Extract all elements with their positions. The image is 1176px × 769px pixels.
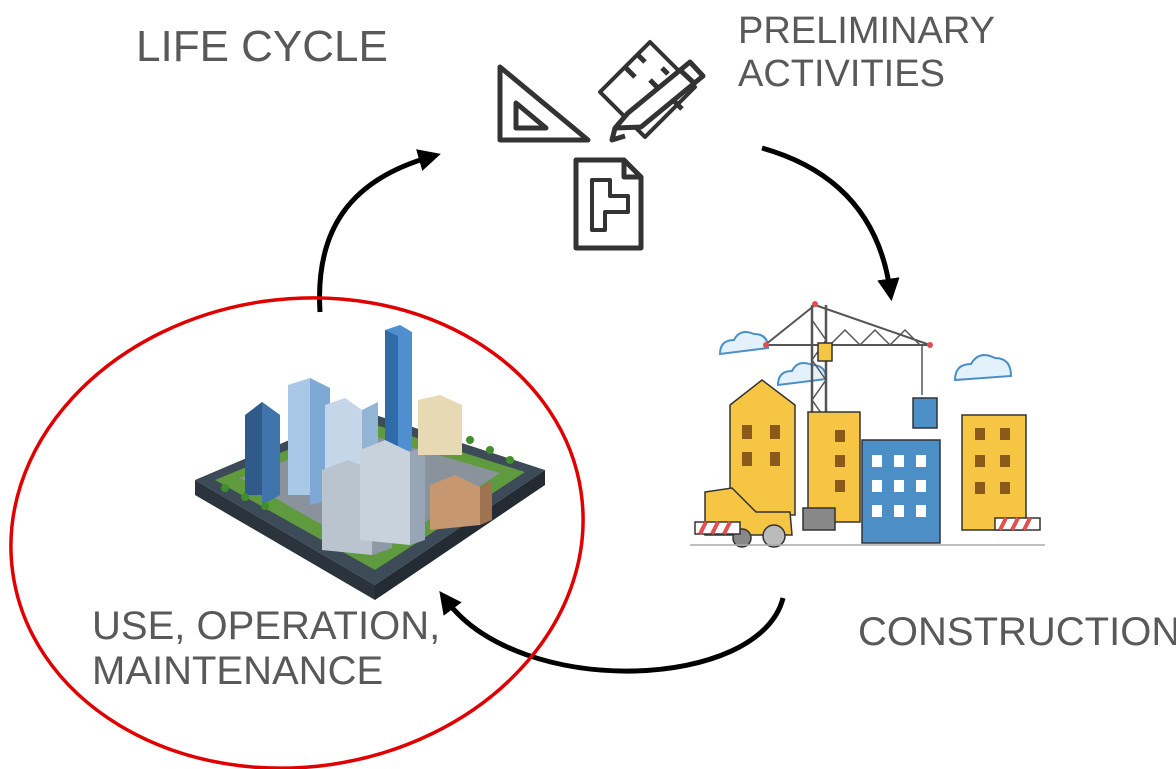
design-tools-icon	[497, 40, 706, 251]
stage-label-use-line2: MAINTENANCE	[92, 648, 384, 693]
stage-label-construction: CONSTRUCTION	[858, 610, 1176, 654]
city-buildings-icon	[195, 325, 545, 600]
stage-label-preliminary: PRELIMINARY ACTIVITIES	[738, 10, 995, 95]
arrow-use-to-preliminary	[317, 149, 441, 313]
arrow-construction-to-use	[439, 590, 786, 674]
stage-label-preliminary-line1: PRELIMINARY	[738, 10, 995, 52]
diagram-title: LIFE CYCLE	[136, 22, 388, 71]
stage-label-use: USE, OPERATION, MAINTENANCE	[92, 604, 440, 694]
highlight-ellipse	[9, 296, 585, 769]
stage-label-preliminary-line2: ACTIVITIES	[738, 52, 945, 95]
stage-label-use-line1: USE, OPERATION,	[92, 604, 441, 648]
construction-site-icon	[690, 301, 1045, 548]
arrow-preliminary-to-construction	[761, 145, 900, 302]
